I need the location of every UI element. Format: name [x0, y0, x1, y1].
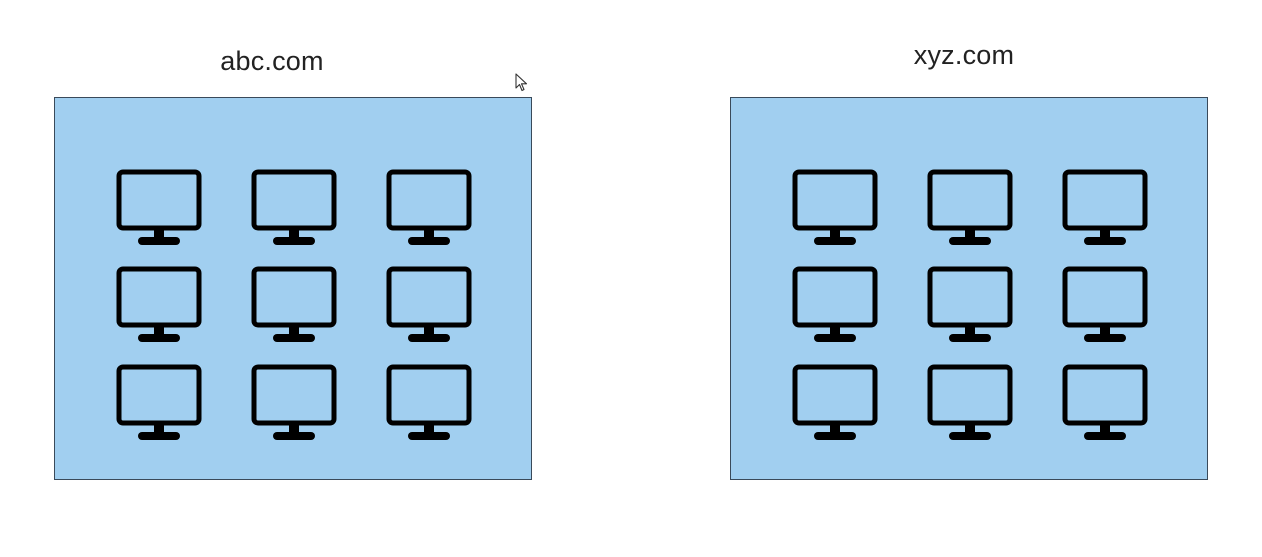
monitor-icon	[386, 266, 472, 346]
network-label-abc: abc.com	[220, 46, 324, 76]
monitor-icon	[251, 266, 337, 346]
monitor-icon	[116, 364, 202, 444]
monitor-icon	[386, 169, 472, 249]
monitor-icon	[792, 364, 878, 444]
monitor-icon	[251, 169, 337, 249]
computer-grid	[731, 98, 1207, 479]
network-box-abc	[54, 97, 532, 480]
monitor-icon	[792, 266, 878, 346]
monitor-icon	[1062, 169, 1148, 249]
computer-grid	[55, 98, 531, 479]
monitor-icon	[927, 169, 1013, 249]
monitor-icon	[1062, 266, 1148, 346]
network-box-xyz	[730, 97, 1208, 480]
network-label-xyz: xyz.com	[913, 40, 1015, 70]
monitor-icon	[386, 364, 472, 444]
monitor-icon	[1062, 364, 1148, 444]
monitor-icon	[251, 364, 337, 444]
monitor-icon	[116, 266, 202, 346]
monitor-icon	[927, 266, 1013, 346]
monitor-icon	[792, 169, 878, 249]
mouse-cursor-icon	[515, 73, 529, 93]
monitor-icon	[116, 169, 202, 249]
monitor-icon	[927, 364, 1013, 444]
